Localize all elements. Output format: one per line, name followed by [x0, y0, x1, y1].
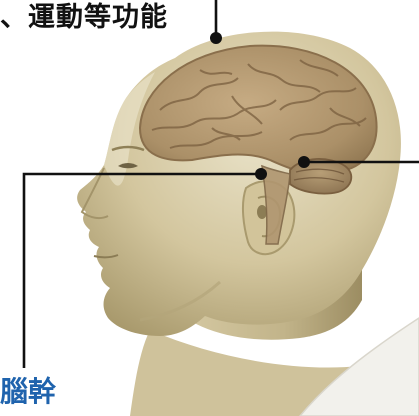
leader-dot-top [210, 32, 222, 44]
ear-canal [257, 205, 267, 219]
leader-dot-brainstem [255, 168, 267, 180]
leader-dot-cerebellum [298, 156, 310, 168]
function-label: 、運動等功能 [0, 4, 168, 31]
brainstem-label: 腦幹 [0, 378, 56, 406]
